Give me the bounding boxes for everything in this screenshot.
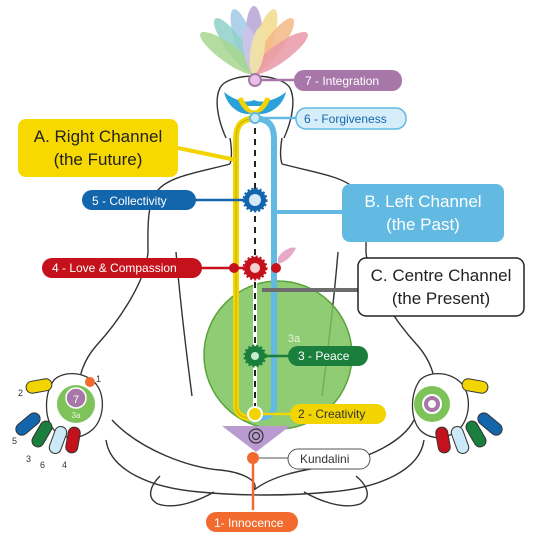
left-palm-number: 7 (73, 394, 79, 406)
hand-number-6: 6 (40, 460, 45, 470)
label-kundalini: Kundalini (288, 449, 370, 469)
label-innocence: 1- Innocence (206, 512, 298, 532)
callout-left-channel: B. Left Channel (the Past) (342, 184, 504, 242)
love-label: 4 - Love & Compassion (52, 261, 177, 275)
hand-number-3: 3 (26, 454, 31, 464)
callout-centre-channel: C. Centre Channel (the Present) (358, 258, 524, 316)
left-palm-sub: 3a (72, 411, 81, 420)
right-channel-title: A. Right Channel (34, 127, 163, 146)
legs-outline (106, 440, 424, 495)
label-peace: 3 - Peace (288, 346, 368, 366)
callout-right-channel: A. Right Channel (the Future) (18, 119, 178, 177)
left-channel-subtitle: (the Past) (386, 215, 460, 234)
love-leaf (278, 247, 296, 264)
foot-left (151, 476, 214, 506)
love-node (244, 257, 266, 279)
left-palm-dot (85, 377, 95, 387)
hand-number-2: 2 (18, 388, 23, 398)
label-integration: 7 - Integration (294, 70, 402, 91)
centre-channel-title: C. Centre Channel (371, 266, 512, 285)
centre-channel-subtitle: (the Present) (392, 289, 490, 308)
integration-label: 7 - Integration (305, 74, 379, 88)
hand-number-5: 5 (12, 436, 17, 446)
love-left-dot (229, 263, 239, 273)
forgiveness-label: 6 - Forgiveness (304, 112, 387, 126)
right-channel-subtitle: (the Future) (54, 150, 143, 169)
left-channel-title: B. Left Channel (364, 192, 481, 211)
peace-node (245, 346, 265, 366)
kundalini-triangle (222, 426, 290, 452)
void-label: 3a (288, 333, 301, 345)
integration-node (249, 74, 261, 86)
innocence-node (247, 452, 259, 464)
hand-number-4: 4 (62, 460, 67, 470)
peace-label: 3 - Peace (298, 349, 350, 363)
right-palm-center (428, 400, 436, 408)
right-hand (413, 374, 505, 456)
creativity-node (248, 407, 262, 421)
creativity-label: 2 - Creativity (298, 407, 365, 421)
innocence-label: 1- Innocence (214, 516, 284, 530)
collectivity-label: 5 - Collectivity (92, 194, 167, 208)
hand-number-1: 1 (96, 374, 101, 384)
kundalini-label: Kundalini (300, 452, 349, 466)
right-channel-callout-connector (178, 148, 236, 160)
label-forgiveness: 6 - Forgiveness (296, 108, 406, 129)
label-love: 4 - Love & Compassion (42, 258, 202, 278)
collectivity-node (244, 189, 266, 211)
left-hand: 7 3a 1 2 5 3 6 4 (12, 374, 102, 470)
crown-band (224, 92, 286, 114)
lotus-crown (195, 6, 312, 80)
label-collectivity: 5 - Collectivity (82, 190, 196, 210)
forgiveness-node (250, 113, 260, 123)
label-creativity: 2 - Creativity (290, 404, 386, 424)
love-right-dot (271, 263, 281, 273)
